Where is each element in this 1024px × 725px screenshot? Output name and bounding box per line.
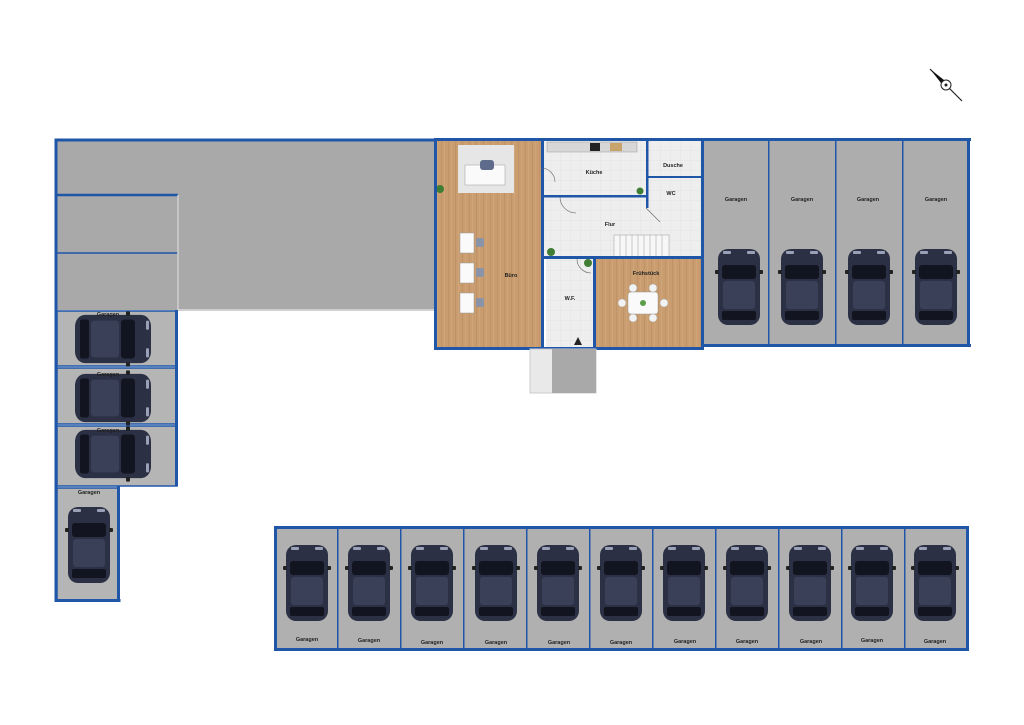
garage-label: Garagen xyxy=(857,197,880,203)
garage-bottom-1: Garagen xyxy=(283,545,331,643)
garage-label: Garagen xyxy=(421,640,444,646)
garage-right-2: Garagen xyxy=(778,197,826,325)
garage-label: Garagen xyxy=(925,197,948,203)
garage-label: Garagen xyxy=(78,490,101,496)
garage-right-4: Garagen xyxy=(912,197,960,325)
garage-label: Garagen xyxy=(548,640,571,646)
room-label-flur: Flur xyxy=(605,222,616,228)
room-label-buero: Büro xyxy=(505,273,518,279)
garage-label: Garagen xyxy=(924,639,947,645)
garage-label: Garagen xyxy=(791,197,814,203)
garage-label: Garagen xyxy=(485,640,508,646)
garage-bottom-6: Garagen xyxy=(597,545,645,646)
open-area-top-left xyxy=(54,138,436,601)
room-label-fruehstueck: Frühstück xyxy=(633,271,661,277)
garage-right-3: Garagen xyxy=(845,197,893,325)
room-wf xyxy=(546,259,594,348)
garage-label: Garagen xyxy=(800,639,823,645)
garage-row-bottom: Garagen Garagen Garagen Garagen Garagen … xyxy=(274,526,969,651)
room-label-wc: WC xyxy=(666,191,675,197)
house: Büro Küche Dusche WC Flur Frühstück W.F. xyxy=(434,138,704,394)
garage-label: Garagen xyxy=(725,197,748,203)
garage-bottom-2: Garagen xyxy=(345,545,393,644)
garage-right-1: Garagen xyxy=(715,197,763,325)
garage-label: Garagen xyxy=(97,312,120,318)
room-dusche xyxy=(648,140,701,177)
room-label-wf: W.F. xyxy=(565,296,576,302)
garage-label: Garagen xyxy=(97,372,120,378)
garage-label: Garagen xyxy=(674,639,697,645)
room-label-dusche: Dusche xyxy=(663,163,683,169)
garage-label: Garagen xyxy=(861,638,884,644)
garage-label: Garagen xyxy=(610,640,633,646)
garage-bottom-9: Garagen xyxy=(786,545,834,645)
garage-label: Garagen xyxy=(97,428,120,434)
garage-bottom-7: Garagen xyxy=(660,545,708,645)
garage-bottom-4: Garagen xyxy=(472,545,520,646)
garage-row-right: Garagen Garagen Garagen Garagen xyxy=(703,138,971,347)
garage-bottom-11: Garagen xyxy=(911,545,959,645)
garage-left-4: Garagen xyxy=(56,487,120,601)
garage-bottom-8: Garagen xyxy=(723,545,771,645)
garage-label: Garagen xyxy=(358,638,381,644)
garage-bottom-5: Garagen xyxy=(534,545,582,646)
room-label-kueche: Küche xyxy=(586,170,603,176)
garage-left-1: Garagen xyxy=(56,310,178,367)
garage-label: Garagen xyxy=(736,639,759,645)
garage-left-2: Garagen xyxy=(56,367,178,426)
garage-label: Garagen xyxy=(296,637,319,643)
garage-bottom-3: Garagen xyxy=(408,545,456,646)
garage-left-3: Garagen xyxy=(56,425,178,487)
compass-icon xyxy=(929,68,963,102)
entrance-arrow-icon xyxy=(574,337,582,345)
garage-bottom-10: Garagen xyxy=(848,545,896,644)
